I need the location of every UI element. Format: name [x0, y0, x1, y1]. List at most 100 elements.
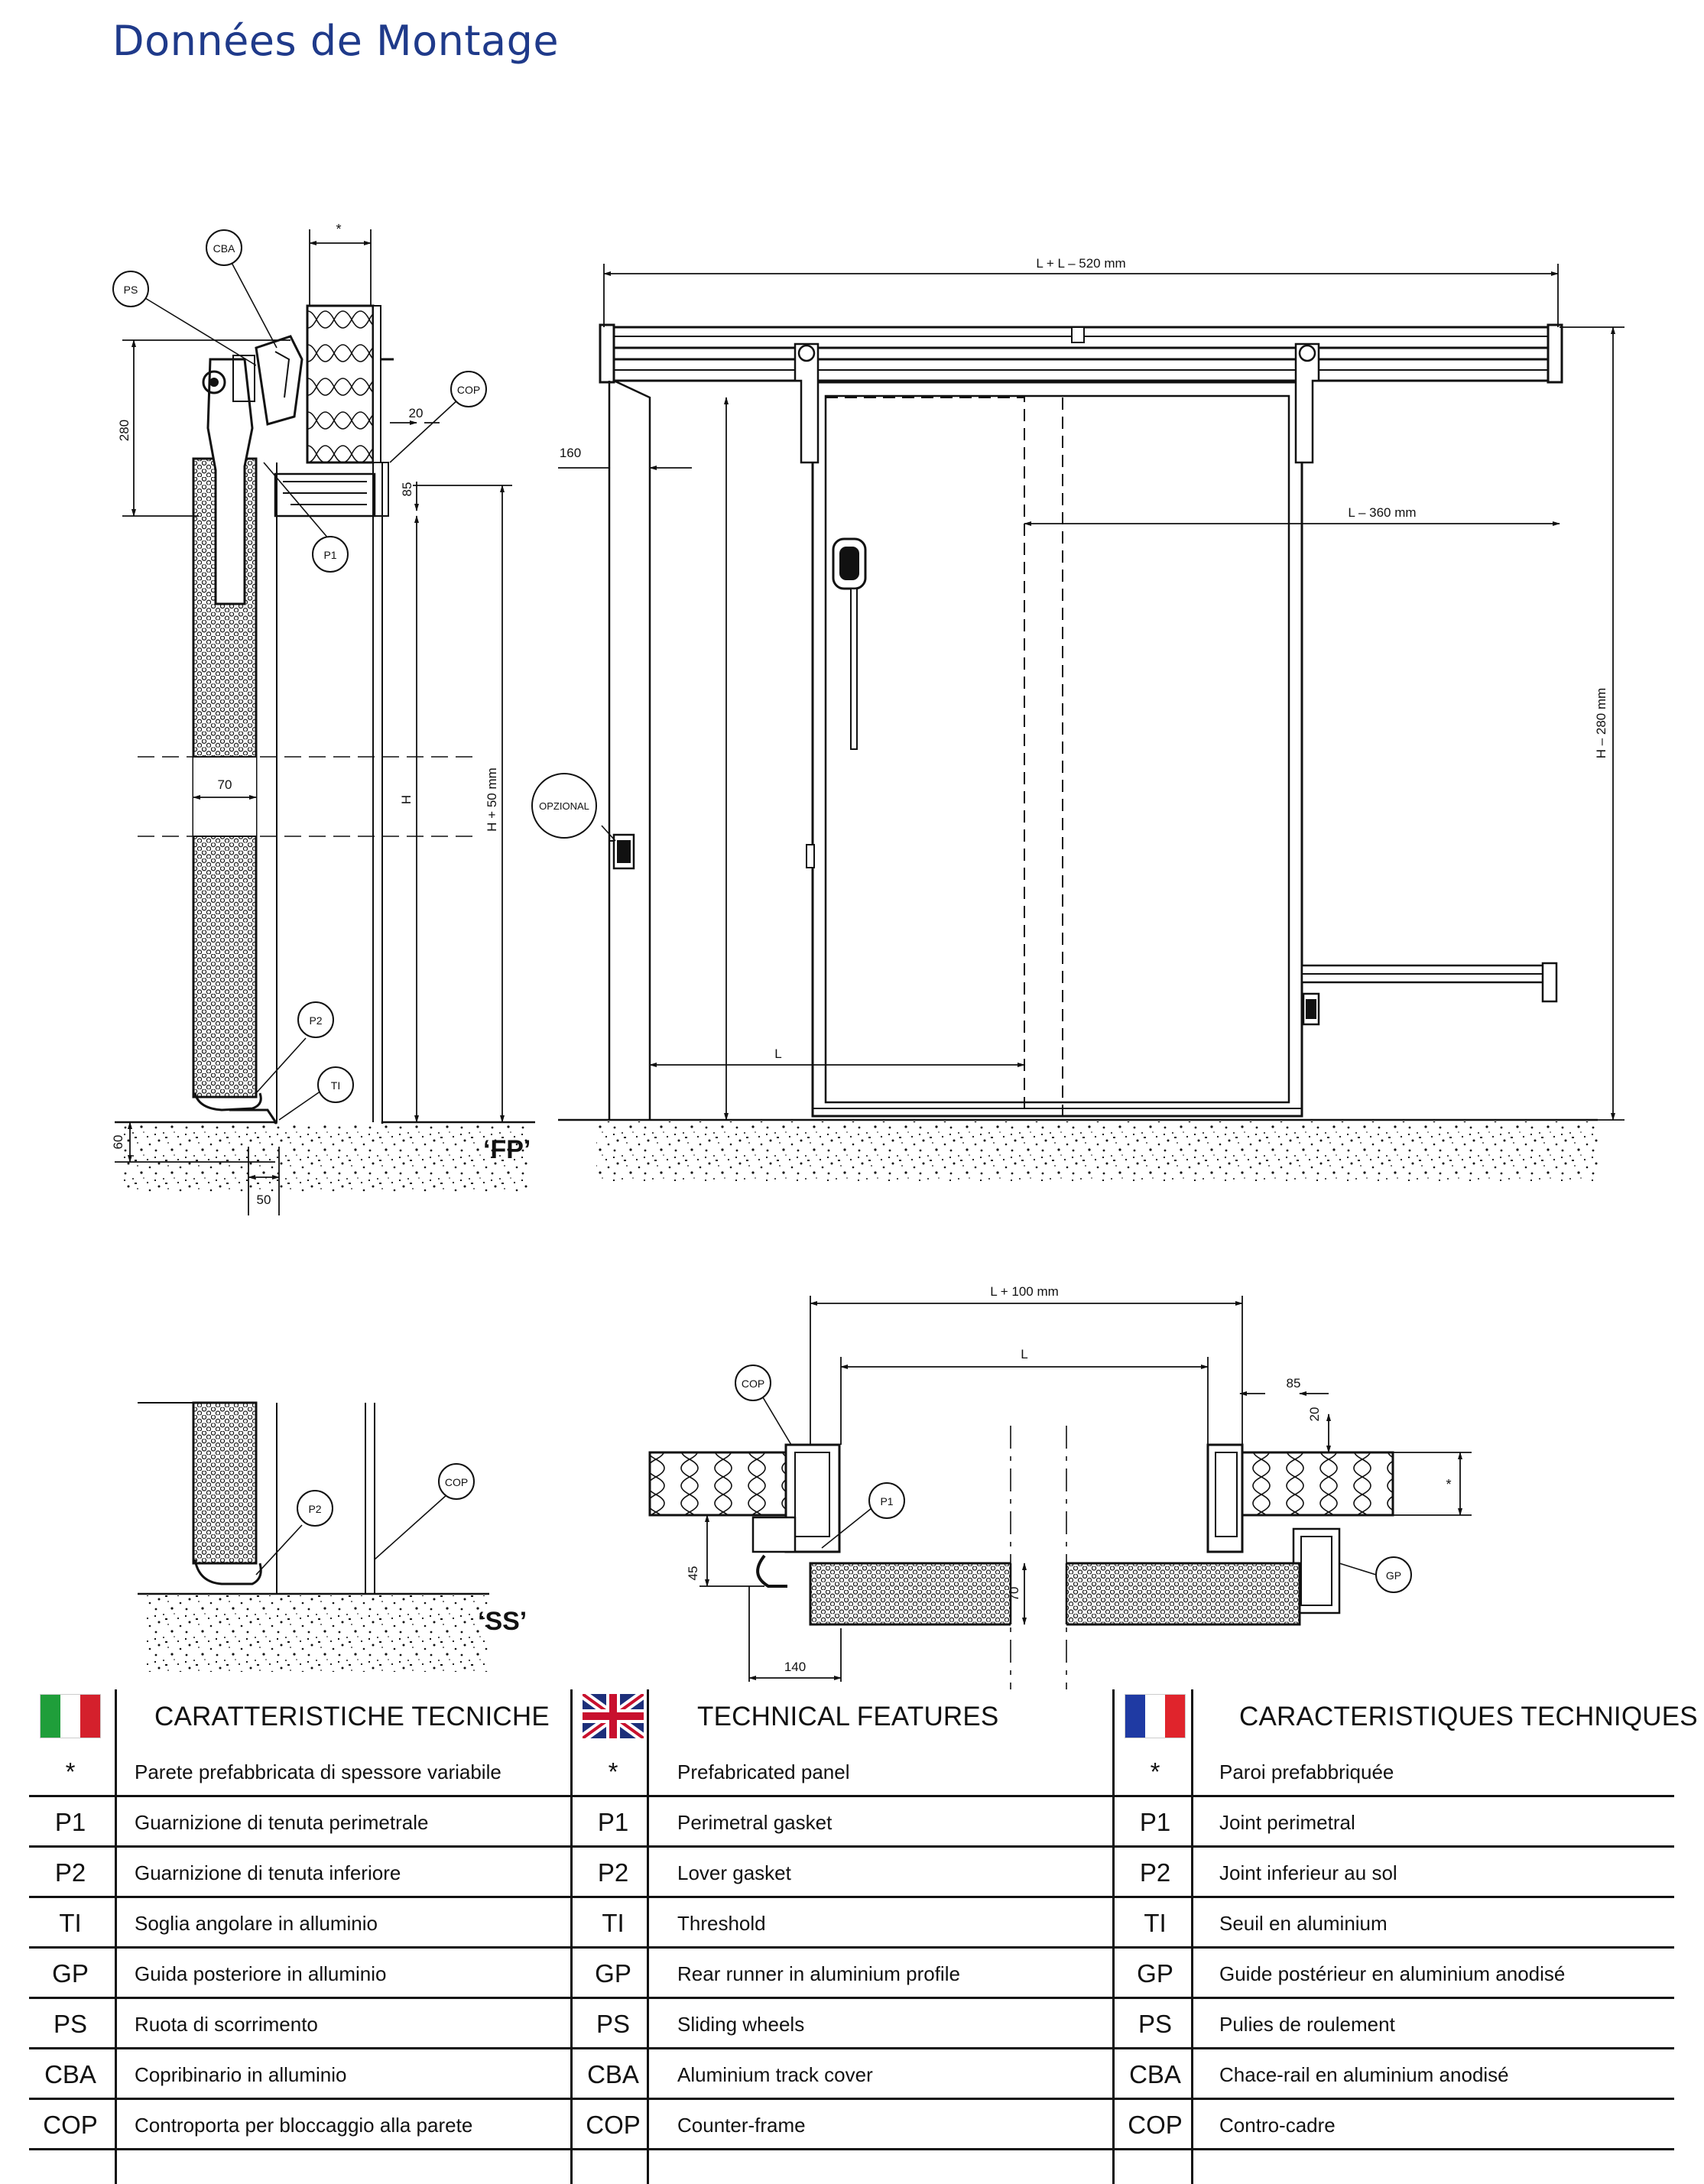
row-divider: [29, 2098, 1674, 2100]
callout-opzional-label: OPZIONAL: [539, 800, 589, 812]
callout-cba-label: CBA: [213, 242, 235, 255]
legend-desc: Aluminium track cover: [677, 2063, 873, 2086]
legend-row: * Prefabricated panel: [572, 1747, 1112, 1797]
legend-row: GP Rear runner in aluminium profile: [572, 1949, 1112, 1999]
legend-desc: Guide postérieur en aluminium anodisé: [1219, 1962, 1566, 1985]
section-label-fp: ‘FP’: [483, 1135, 531, 1164]
legend-desc: Guarnizione di tenuta inferiore: [135, 1861, 401, 1884]
plan-dim-star-label: *: [1446, 1477, 1451, 1492]
legend-desc: Guarnizione di tenuta perimetrale: [135, 1811, 429, 1834]
legend-code: CBA: [44, 2060, 96, 2088]
plan-dim-l-label: L: [1021, 1347, 1027, 1361]
row-divider: [29, 1795, 1674, 1797]
dim-50-label: 50: [257, 1193, 271, 1207]
legend-row: CBA Aluminium track cover: [572, 2049, 1112, 2100]
ss-callout-cop-label: COP: [445, 1476, 468, 1488]
column-divider: [115, 1689, 117, 2184]
legend-desc: Ruota di scorrimento: [135, 2013, 318, 2036]
legend-code: P2: [597, 1858, 629, 1887]
legend-desc: Joint perimetral: [1219, 1811, 1355, 1834]
legend-code: P1: [597, 1808, 629, 1836]
legend-code: *: [608, 1757, 618, 1786]
legend-row: CBA Copribinario in alluminio: [29, 2049, 570, 2100]
dim-280-label: 280: [117, 420, 131, 441]
dim-60-label: 60: [111, 1135, 125, 1150]
legend-code: GP: [52, 1959, 89, 1988]
page-title: Données de Montage: [112, 17, 560, 65]
legend-desc: Prefabricated panel: [677, 1761, 850, 1783]
front-elevation-drawing: [531, 264, 1624, 1181]
plan-dim-70-label: 70: [1007, 1587, 1021, 1601]
callout-cop-label: COP: [457, 384, 480, 396]
legend-code: *: [1150, 1757, 1160, 1786]
legend-desc: Paroi prefabbriquée: [1219, 1761, 1394, 1783]
callout-p1-label: P1: [323, 549, 336, 561]
legend-code: P2: [1139, 1858, 1171, 1887]
italy-flag-icon: [40, 1694, 101, 1738]
legend-desc: Rear runner in aluminium profile: [677, 1962, 960, 1985]
legend-header: TECHNICAL FEATURES: [572, 1689, 1112, 1741]
legend-desc: Sliding wheels: [677, 2013, 805, 2036]
plan-callout-cop-label: COP: [742, 1378, 764, 1390]
dim-140-label: 140: [784, 1660, 806, 1674]
plan-callout-p1-label: P1: [880, 1495, 893, 1507]
column-divider: [647, 1689, 649, 2184]
legend-desc: Lover gasket: [677, 1861, 791, 1884]
dim-l-plus-100-label: L + 100 mm: [990, 1284, 1059, 1299]
legend-heading: CARATTERISTICHE TECNICHE: [154, 1702, 550, 1731]
legend-desc: Guida posteriore in alluminio: [135, 1962, 387, 1985]
legend-code: GP: [595, 1959, 631, 1988]
legend-desc: Contro-cadre: [1219, 2114, 1336, 2137]
legend-code: COP: [1128, 2111, 1183, 2139]
row-divider: [29, 1946, 1674, 1949]
row-divider: [29, 2148, 1674, 2150]
dim-l-plus-l-520-label: L + L – 520 mm: [1036, 256, 1125, 271]
callout-ps-label: PS: [124, 284, 138, 296]
callout-ti-label: TI: [331, 1079, 340, 1092]
legend-header: CARACTERISTIQUES TECHNIQUES: [1114, 1689, 1698, 1741]
ss-callout-p2-label: P2: [308, 1503, 321, 1515]
legend-desc: Pulies de roulement: [1219, 2013, 1395, 2036]
dim-h-plus-50-label: H + 50 mm: [485, 767, 499, 832]
legend-heading: TECHNICAL FEATURES: [697, 1702, 999, 1731]
column-divider: [570, 1689, 573, 2184]
legend-code: P1: [54, 1808, 86, 1836]
row-divider: [29, 1896, 1674, 1898]
dim-20-label: 20: [409, 406, 424, 420]
legend-row: P2 Lover gasket: [572, 1848, 1112, 1898]
legend-desc: Copribinario in alluminio: [135, 2063, 347, 2086]
legend-code: TI: [1144, 1909, 1167, 1937]
row-divider: [29, 2047, 1674, 2049]
uk-flag-icon: [583, 1694, 644, 1738]
legend-desc: Parete prefabbricata di spessore variabi…: [135, 1761, 501, 1783]
dim-70-label: 70: [218, 777, 232, 792]
plan-callout-gp-label: GP: [1386, 1569, 1401, 1582]
legend-header: CARATTERISTICHE TECNICHE: [29, 1689, 570, 1741]
legend-desc: Soglia angolare in alluminio: [135, 1912, 378, 1935]
legend-desc: Chace-rail en aluminium anodisé: [1219, 2063, 1509, 2086]
legend-row: P1 Perimetral gasket: [572, 1797, 1112, 1848]
dim-l-label: L: [774, 1047, 781, 1061]
legend-desc: Perimetral gasket: [677, 1811, 833, 1834]
row-divider: [29, 1997, 1674, 1999]
legend-code: CBA: [587, 2060, 639, 2088]
france-flag-icon: [1125, 1694, 1186, 1738]
legend-code: P2: [54, 1858, 86, 1887]
legend-heading: CARACTERISTIQUES TECHNIQUES: [1239, 1702, 1698, 1731]
legend-column-english: TECHNICAL FEATURES *Prefabricated panel …: [572, 1689, 1112, 2184]
legend-column-french: CARACTERISTIQUES TECHNIQUES * Paroi prefa…: [1114, 1689, 1698, 2184]
legend-desc: Controporta per bloccaggio alla parete: [135, 2114, 473, 2137]
row-divider: [29, 1845, 1674, 1848]
dim-85-label: 85: [400, 482, 414, 497]
column-divider: [1191, 1689, 1193, 2184]
dim-h-label: H: [399, 795, 414, 804]
